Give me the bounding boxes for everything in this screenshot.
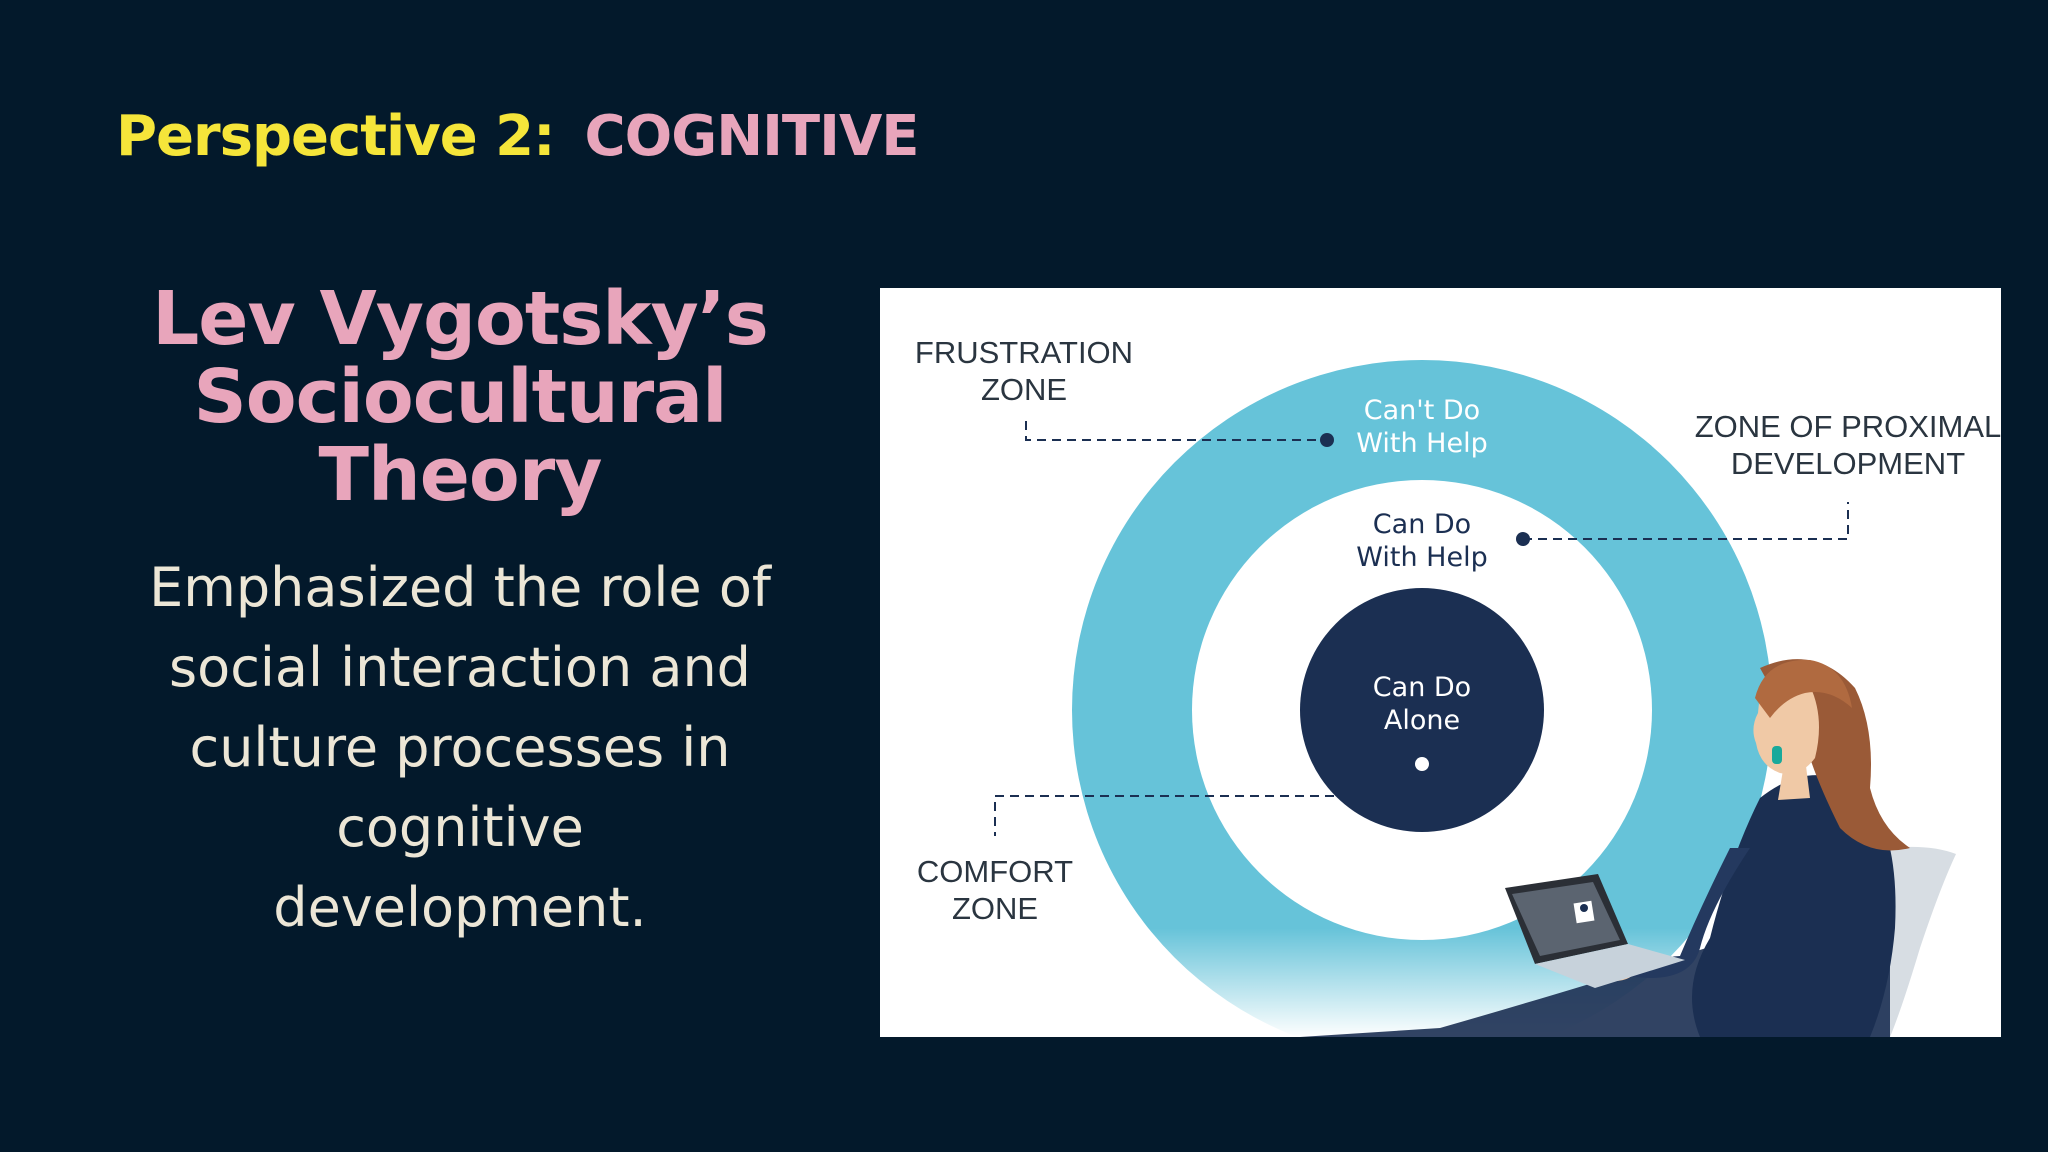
- zpd-label: DEVELOPMENT: [1731, 446, 1965, 481]
- inner-circle-label: Can Do: [1373, 672, 1471, 703]
- theory-title-line: Lev Vygotsky’s: [152, 276, 769, 362]
- body: [1692, 775, 1896, 1037]
- comfort-zone-label: ZONE: [952, 891, 1038, 926]
- hair-front: [1755, 659, 1852, 718]
- zpd-label: ZONE OF PROXIMAL: [1695, 409, 2001, 444]
- theory-title-line: Theory: [318, 432, 603, 518]
- frustration-zone-callout: FRUSTRATION ZONE: [915, 335, 1334, 447]
- slide-heading: Perspective 2: COGNITIVE: [116, 104, 920, 169]
- outer-ring-label: Can't Do: [1364, 395, 1480, 426]
- description-line: Emphasized the role of: [149, 556, 771, 619]
- description-line: culture processes in: [189, 716, 731, 779]
- theory-title-line: Sociocultural: [193, 354, 728, 440]
- comfort-zone-circle: [1300, 588, 1544, 832]
- theory-description: Emphasized the role of social interactio…: [80, 548, 840, 948]
- description-line: development.: [273, 876, 647, 939]
- comfort-zone-label: COMFORT: [917, 854, 1073, 889]
- outer-ring-label: With Help: [1356, 428, 1487, 459]
- laptop-keyboard: [1535, 944, 1685, 988]
- zpd-diagram: Can't Do With Help Can Do With Help Can …: [880, 288, 2001, 1037]
- comfort-zone-callout: COMFORT ZONE: [917, 757, 1429, 926]
- laptop-display: [1512, 882, 1620, 956]
- callout-dot: [1320, 433, 1334, 447]
- woman-at-laptop-illustration: [1300, 659, 1956, 1037]
- description-line: social interaction and: [169, 636, 751, 699]
- zpd-diagram-svg: Can't Do With Help Can Do With Help Can …: [880, 335, 2001, 1037]
- callout-dot: [1415, 757, 1429, 771]
- zpd-callout: ZONE OF PROXIMAL DEVELOPMENT: [1516, 409, 2001, 546]
- heading-prefix: Perspective 2:: [116, 104, 556, 169]
- middle-ring-label: With Help: [1356, 542, 1487, 573]
- theory-title: Lev Vygotsky’s Sociocultural Theory: [100, 280, 820, 514]
- inner-circle-label: Alone: [1384, 705, 1460, 736]
- description-line: cognitive: [336, 796, 584, 859]
- video-call-avatar: [1580, 904, 1588, 912]
- callout-dot: [1516, 532, 1530, 546]
- frustration-zone-label: ZONE: [981, 372, 1067, 407]
- frustration-zone-label: FRUSTRATION: [915, 335, 1133, 370]
- arm: [1620, 848, 1750, 978]
- heading-topic: COGNITIVE: [584, 104, 920, 169]
- middle-ring-label: Can Do: [1373, 509, 1471, 540]
- earring: [1772, 746, 1782, 764]
